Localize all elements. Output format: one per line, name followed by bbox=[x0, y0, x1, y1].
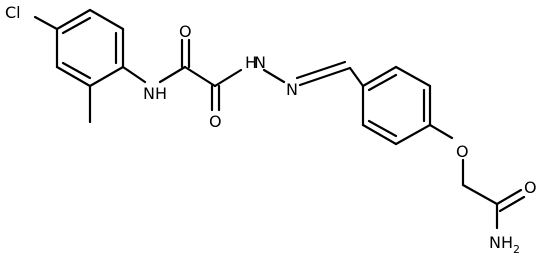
atom-ether-oxygen: O bbox=[456, 142, 469, 161]
bond-c2-nh bbox=[213, 68, 243, 88]
chlorotolyl-ring bbox=[55, 8, 125, 88]
bond-ring-o bbox=[428, 123, 454, 140]
atom-carbonyl-oxygen: O bbox=[524, 178, 537, 197]
bond-c-o3b bbox=[498, 195, 526, 213]
bond-nh-c1 bbox=[158, 65, 187, 84]
atom-amide-nh2: NH2 bbox=[489, 233, 520, 256]
bond-ch2-c bbox=[461, 183, 499, 206]
atom-chlorine: Cl bbox=[5, 3, 21, 22]
bond-ch-ring bbox=[348, 66, 365, 88]
atom-imine-n: N bbox=[286, 80, 298, 99]
atom-hydrazide-h: H bbox=[245, 53, 257, 72]
bond-c1-c2 bbox=[183, 65, 217, 88]
bond-nh-n bbox=[262, 68, 286, 84]
bond-ring-cl bbox=[33, 15, 59, 31]
phenylene-ring bbox=[361, 65, 432, 146]
atom-hydrazide-n: N bbox=[254, 53, 266, 72]
atom-amide-oxygen-2: O bbox=[209, 112, 222, 131]
atom-amide-nh: NH bbox=[143, 84, 167, 103]
bond-c-o3 bbox=[495, 188, 523, 206]
atom-amide-oxygen-1: O bbox=[179, 22, 192, 41]
bond-n-ch-b bbox=[295, 60, 347, 80]
bond-ring-nh bbox=[121, 65, 147, 84]
bond-n-ch bbox=[298, 66, 352, 87]
